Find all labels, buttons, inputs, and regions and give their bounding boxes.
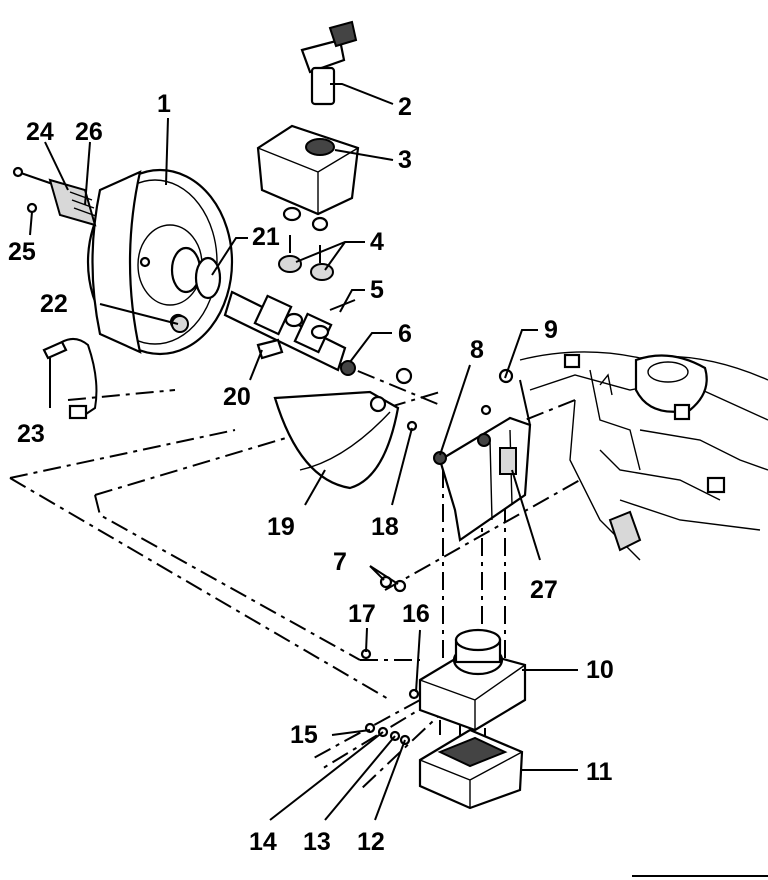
callout-6: 6	[398, 320, 412, 348]
pad-upper	[395, 367, 413, 385]
callout-5: 5	[370, 276, 384, 304]
callout-16: 16	[402, 600, 430, 628]
abs-hydraulic-unit	[418, 628, 527, 742]
callout-18: 18	[371, 513, 399, 541]
callout-9: 9	[544, 316, 558, 344]
callout-15: 15	[290, 721, 318, 749]
reservoir-cap	[300, 20, 358, 106]
callout-24: 24	[26, 118, 54, 146]
callout-20: 20	[223, 383, 251, 411]
callout-21: 21	[252, 223, 280, 251]
clip-25	[26, 202, 38, 214]
callout-22: 22	[40, 290, 68, 318]
callout-19: 19	[267, 513, 295, 541]
master-cylinder	[223, 290, 356, 376]
callout-8: 8	[470, 336, 484, 364]
callout-12: 12	[357, 828, 385, 856]
reservoir	[256, 124, 360, 232]
callout-10: 10	[586, 656, 614, 684]
callout-25: 25	[8, 238, 36, 266]
screw-8	[480, 404, 492, 416]
push-rod-boot	[12, 166, 97, 227]
grommet-left	[278, 255, 302, 273]
callout-2: 2	[398, 93, 412, 121]
vehicle-body	[519, 351, 768, 561]
heat-shield	[273, 390, 400, 490]
pad-lower	[369, 395, 387, 413]
bracket	[433, 379, 532, 542]
callout-1: 1	[157, 90, 171, 118]
brake-line	[42, 337, 98, 420]
callout-3: 3	[398, 146, 412, 174]
callout-23: 23	[17, 420, 45, 448]
callout-14: 14	[249, 828, 277, 856]
callout-labels: 1 2 3 4 5 6 7 8 9 10 11 12 13 14 15 16 1…	[8, 90, 614, 856]
callout-26: 26	[75, 118, 103, 146]
callout-7: 7	[333, 548, 347, 576]
nut-22	[171, 315, 189, 333]
grommet-right	[310, 263, 334, 281]
callout-17: 17	[348, 600, 376, 628]
seal-ring	[170, 246, 222, 300]
callout-4: 4	[370, 228, 384, 256]
callout-13: 13	[303, 828, 331, 856]
callout-27: 27	[530, 576, 558, 604]
callout-11: 11	[586, 758, 613, 786]
control-module	[418, 728, 524, 810]
leader-lines	[29, 83, 578, 821]
